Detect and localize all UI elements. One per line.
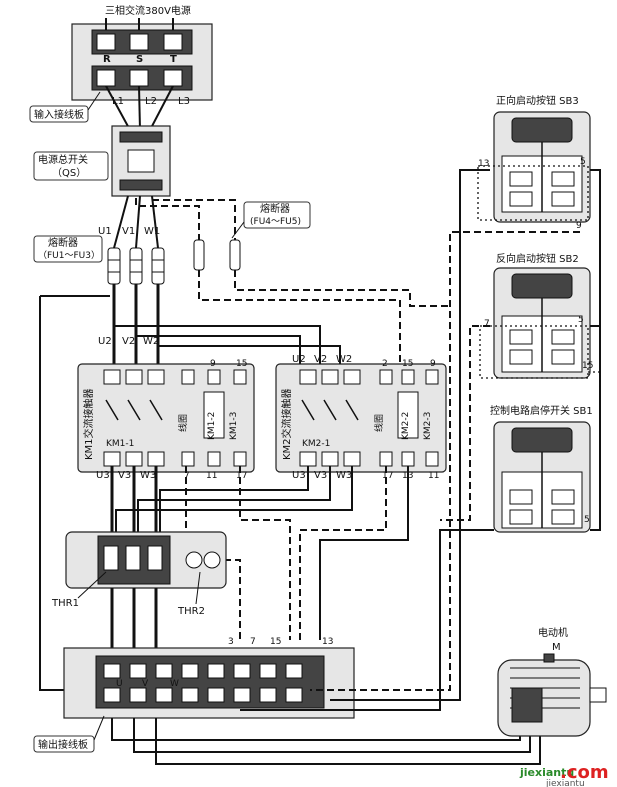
km2-1-label: KM2-1 [302, 439, 330, 449]
out-term-15: 15 [270, 637, 281, 647]
l1-label: L1 [112, 96, 124, 107]
sb3-term-13: 13 [478, 159, 489, 169]
watermark-url: jiexiantu [545, 779, 585, 787]
sb3-term-5: 5 [580, 157, 586, 167]
button-sb2 [493, 267, 591, 379]
fu13-callout [33, 235, 103, 263]
phase-r-label: R [103, 54, 111, 65]
phase-s-label: S [136, 54, 143, 65]
u2-label-b: U2 [292, 354, 306, 365]
output-block-callout [33, 735, 95, 753]
sb2-term-7: 7 [484, 319, 490, 329]
output-block-label: 输出接线板 [38, 738, 88, 751]
out-term-u: U [116, 679, 123, 689]
u1-label: U1 [98, 226, 112, 237]
km2-name-label: KM2交流接触器 [280, 388, 293, 460]
km2-term-17: 17 [382, 471, 393, 481]
input-block-callout [29, 105, 89, 123]
out-term-7: 7 [250, 637, 256, 647]
motor-label: 电动机 [538, 626, 568, 639]
km2-term-2: 2 [382, 359, 388, 369]
w2-label-a: W2 [143, 336, 159, 347]
km2-2-label: KM2-2 [401, 412, 411, 440]
output-terminal-block [63, 647, 355, 719]
thermal-relay-thr [65, 531, 227, 589]
main-switch-qs [111, 125, 171, 197]
fu13-label: 熔断器 [48, 236, 78, 249]
contactor-km1 [77, 363, 255, 473]
input-block-label: 输入接线板 [34, 108, 84, 121]
km1-term-7: 7 [184, 471, 190, 481]
qs-label: 电源总开关 [38, 153, 88, 166]
fuses-fu4-fu5 [193, 239, 241, 271]
km1-term-11: 11 [206, 471, 217, 481]
u2-label-a: U2 [98, 336, 112, 347]
sb3-title: 正向启动按钮 SB3 [496, 94, 579, 107]
v2-label-b: V2 [314, 354, 327, 365]
fuses-fu1-fu3 [107, 247, 165, 285]
sb1-title: 控制电路启停开关 SB1 [490, 404, 593, 417]
v2-label-a: V2 [122, 336, 135, 347]
w2-label-b: W2 [336, 354, 352, 365]
contactor-km2 [275, 363, 447, 473]
button-sb1 [493, 421, 591, 533]
sb2-term-5: 5 [578, 315, 584, 325]
v3-label-a: V3 [118, 470, 131, 481]
l2-label: L2 [145, 96, 157, 107]
input-terminal-block [71, 23, 213, 101]
motor-code: M [552, 642, 561, 653]
km1-coil-label: 线圈 [177, 414, 189, 432]
qs-label-code: （QS） [52, 167, 86, 179]
thr1-label: THR1 [51, 598, 79, 609]
fu45-label-code: (FU4～FU5) [250, 217, 301, 227]
km2-term-9: 9 [430, 359, 436, 369]
u3-label-a: U3 [96, 470, 110, 481]
motor-m [497, 653, 607, 737]
fu45-label: 熔断器 [260, 202, 290, 215]
km1-2-label: KM1-2 [207, 412, 217, 440]
km1-name-label: KM1交流接触器 [82, 388, 95, 460]
w3-label-a: W3 [140, 470, 156, 481]
button-sb3 [493, 111, 591, 223]
w3-label-b: W3 [336, 470, 352, 481]
km2-term-15: 15 [402, 359, 413, 369]
v3-label-b: V3 [314, 470, 327, 481]
sb1-term-5: 5 [584, 515, 590, 525]
sb2-title: 反向启动按钮 SB2 [496, 252, 579, 265]
km1-1-label: KM1-1 [106, 439, 134, 449]
v1-label: V1 [122, 226, 135, 237]
km2-coil-label: 线圈 [373, 414, 385, 432]
watermark-text: jiexiantu [519, 766, 574, 779]
out-term-v: V [142, 679, 149, 689]
out-term-13: 13 [322, 637, 333, 647]
w1-label: W1 [144, 226, 160, 237]
qs-callout [33, 151, 109, 181]
km1-term-9: 9 [210, 359, 216, 369]
watermark-com: .com [560, 762, 609, 783]
phase-t-label: T [170, 54, 177, 65]
sb2-term-15: 15 [582, 361, 593, 371]
km1-term-15: 15 [236, 359, 247, 369]
km2-term-11: 11 [428, 471, 439, 481]
sb3-term-9: 9 [576, 221, 582, 231]
thr2-label: THR2 [177, 606, 205, 617]
km2-3-label: KM2-3 [423, 412, 433, 440]
km1-3-label: KM1-3 [229, 412, 239, 440]
l3-label: L3 [178, 96, 190, 107]
power-source-title: 三相交流380V电源 [105, 4, 191, 17]
fu13-label-code: （FU1～FU3） [38, 250, 100, 261]
u3-label-b: U3 [292, 470, 306, 481]
out-term-3: 3 [228, 637, 234, 647]
out-term-w: W [170, 679, 179, 689]
km1-term-17: 17 [236, 471, 247, 481]
fu45-callout [243, 201, 311, 229]
